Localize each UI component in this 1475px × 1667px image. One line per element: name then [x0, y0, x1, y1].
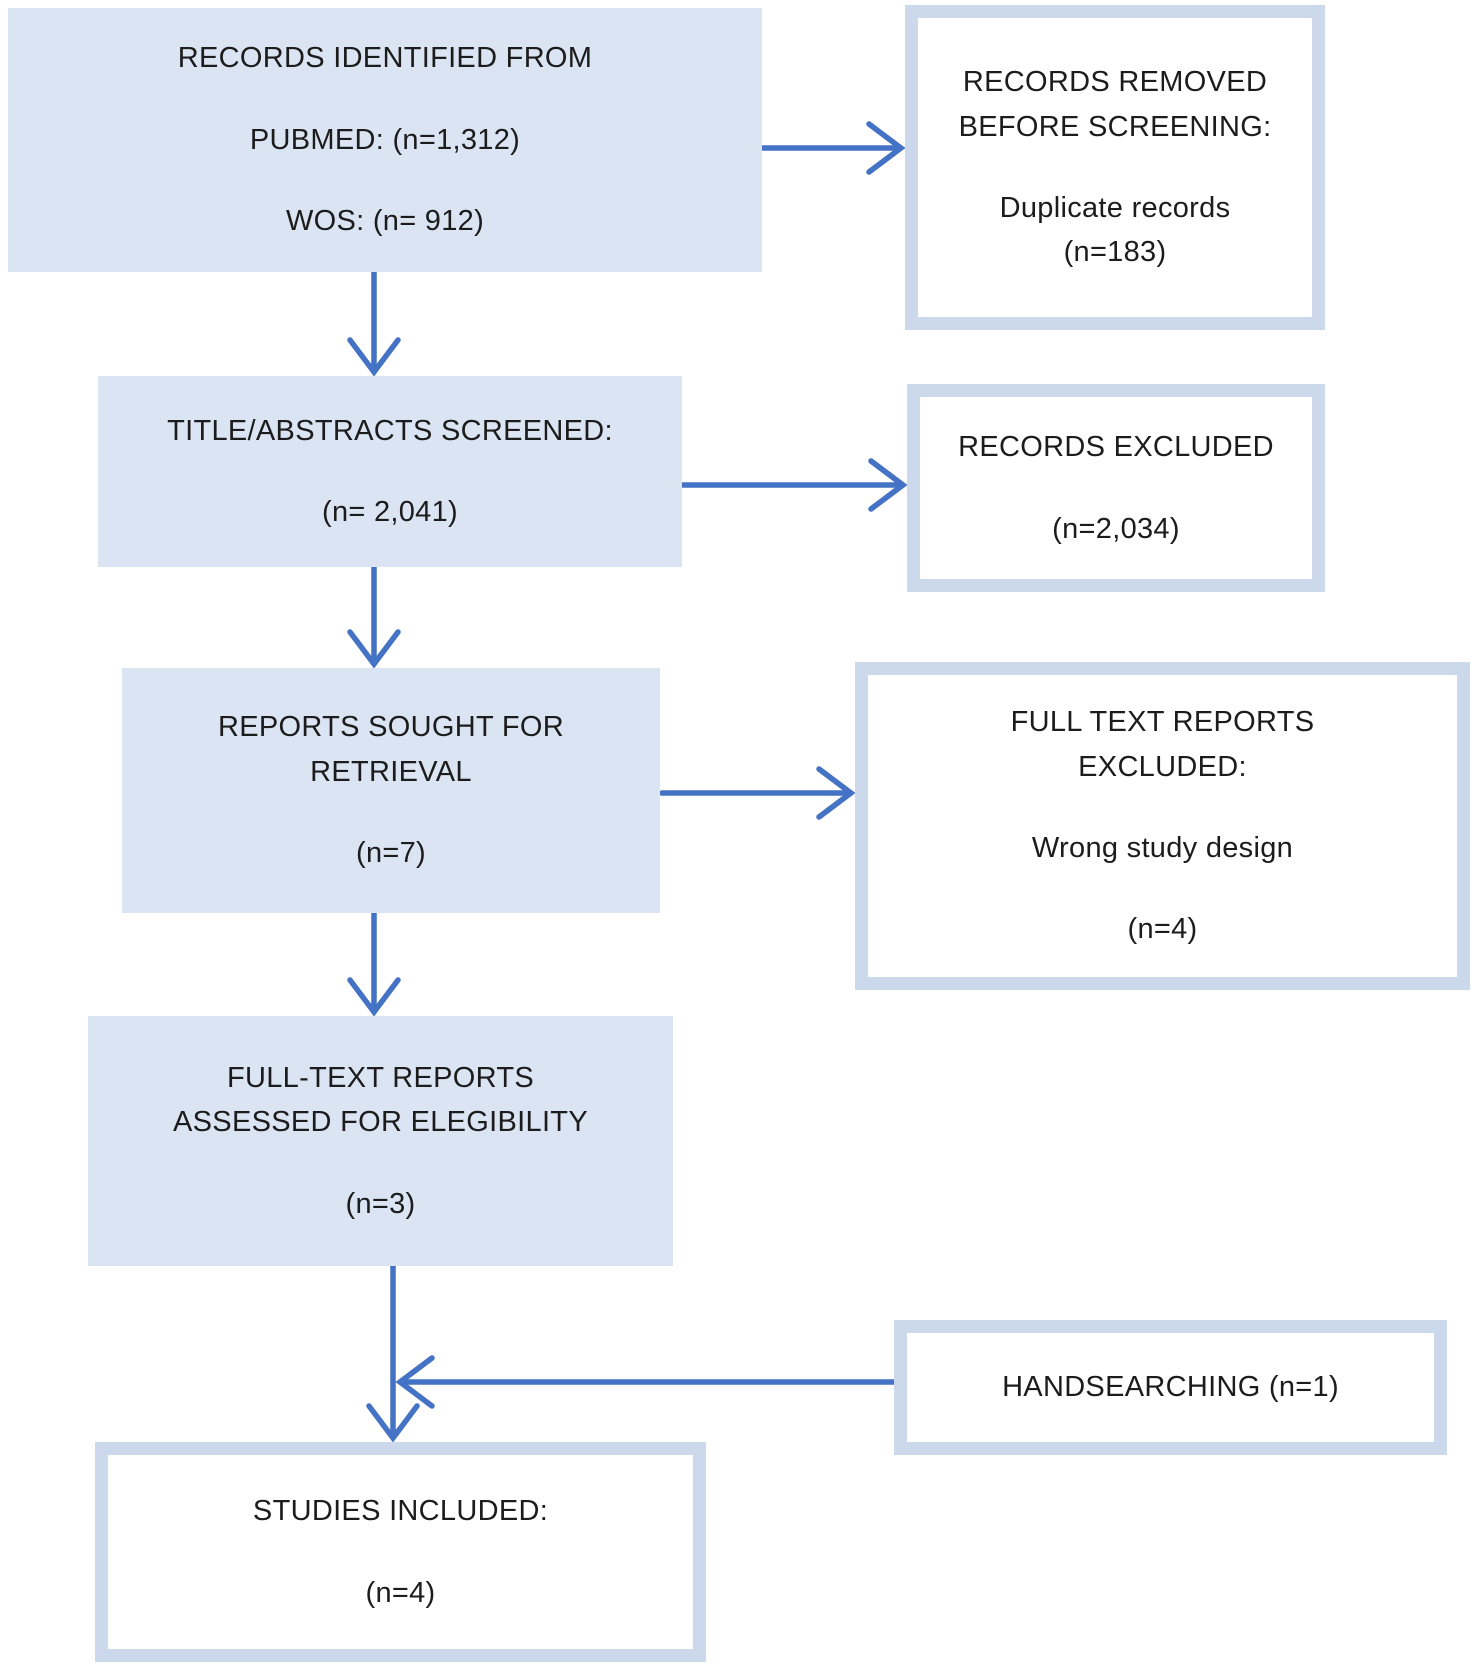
- box-line: (n=4): [1127, 913, 1198, 946]
- box-line: Duplicate records: [999, 192, 1231, 224]
- box-line: (n=183): [1063, 236, 1167, 269]
- box-line: (n=3): [345, 1187, 416, 1220]
- arrow-screened-to-sought: [347, 564, 401, 669]
- arrow-sought-to-assessed: [347, 910, 401, 1017]
- box-records-excluded: RECORDS EXCLUDED (n=2,034): [907, 384, 1325, 592]
- box-line: TITLE/ABSTRACTS SCREENED:: [167, 414, 613, 447]
- box-studies-included: STUDIES INCLUDED: (n=4): [95, 1442, 706, 1662]
- box-line: REPORTS SOUGHT FOR: [218, 711, 564, 744]
- box-line: ASSESSED FOR ELEGIBILITY: [173, 1106, 588, 1139]
- box-line: HANDSEARCHING (n=1): [1002, 1371, 1339, 1404]
- box-line: (n=4): [365, 1576, 436, 1609]
- box-line: (n=2,034): [1052, 512, 1180, 545]
- box-line: PUBMED: (n=1,312): [249, 123, 521, 156]
- box-reports-sought: REPORTS SOUGHT FOR RETRIEVAL (n=7): [122, 668, 660, 913]
- box-handsearching: HANDSEARCHING (n=1): [894, 1320, 1447, 1455]
- box-records-identified: RECORDS IDENTIFIED FROM PUBMED: (n=1,312…: [8, 8, 762, 272]
- box-line: RECORDS EXCLUDED: [958, 431, 1274, 464]
- box-line: FULL TEXT REPORTS: [1010, 706, 1315, 739]
- arrow-screened-to-excluded: [679, 458, 908, 512]
- arrow-assessed-to-included: [366, 1262, 420, 1443]
- box-line: (n= 2,041): [321, 496, 458, 528]
- box-line: FULL-TEXT REPORTS: [227, 1061, 534, 1094]
- arrow-handsearching-to-junction: [395, 1355, 897, 1409]
- box-fulltext-reports-assessed: FULL-TEXT REPORTS ASSESSED FOR ELEGIBILI…: [88, 1016, 673, 1266]
- arrow-identified-to-removed: [759, 121, 906, 175]
- box-line: BEFORE SCREENING:: [958, 110, 1272, 143]
- box-line: RECORDS IDENTIFIED FROM: [177, 42, 593, 75]
- box-line: EXCLUDED:: [1078, 750, 1247, 783]
- box-line: Wrong study design: [1031, 832, 1294, 864]
- box-line: (n=7): [355, 837, 426, 870]
- box-line: STUDIES INCLUDED:: [252, 1495, 549, 1528]
- box-titles-abstracts-screened: TITLE/ABSTRACTS SCREENED: (n= 2,041): [98, 376, 682, 567]
- box-line: RECORDS REMOVED: [962, 66, 1268, 99]
- box-line: WOS: (n= 912): [285, 205, 485, 238]
- box-line: RETRIEVAL: [310, 755, 472, 788]
- box-records-removed: RECORDS REMOVED BEFORE SCREENING: Duplic…: [905, 5, 1325, 330]
- arrow-sought-to-fulltext-excluded: [659, 766, 856, 820]
- arrow-identified-to-screened: [347, 269, 401, 377]
- box-fulltext-reports-excluded: FULL TEXT REPORTS EXCLUDED: Wrong study …: [855, 662, 1470, 990]
